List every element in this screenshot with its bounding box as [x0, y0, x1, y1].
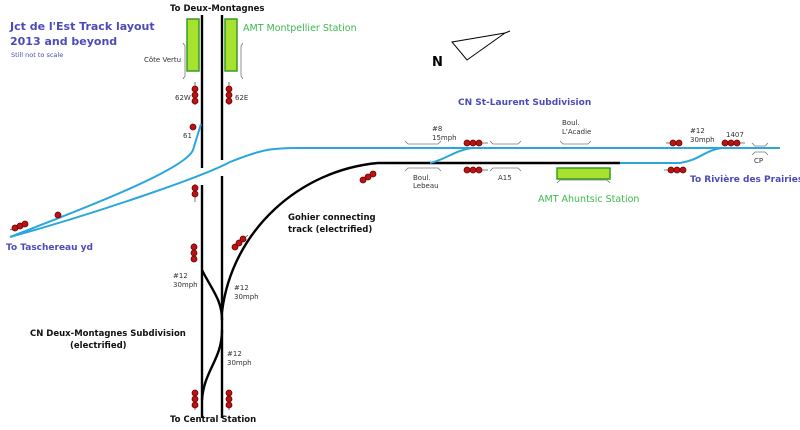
label-lacadie-2: L'Acadie: [562, 128, 591, 136]
track-st-laurent-main: [9, 147, 780, 238]
crossover-8: [429, 147, 473, 164]
signal-gohier-south: [231, 234, 249, 251]
signal-lebeau-north: [463, 139, 488, 147]
label-st-laurent-sub: CN St-Laurent Subdivision: [458, 98, 591, 108]
label-switch-12-gohier-number: #12: [234, 284, 249, 292]
signal-taschereau-single: [54, 211, 62, 219]
label-to-taschereau: To Taschereau yd: [6, 243, 93, 253]
label-switch-12-west-number: #12: [173, 272, 188, 280]
bridge-a15-north: [489, 140, 522, 145]
label-62e: 62E: [235, 94, 248, 102]
label-to-riviere-des-prairies: To Rivière des Prairies: [690, 174, 800, 185]
signal-east-dwarf: [666, 139, 683, 147]
label-switch-8-speed: 15mph: [432, 134, 457, 142]
bridge-lebeau-north: [404, 140, 442, 145]
signal-61: [189, 123, 197, 131]
signal-central-east: [225, 389, 233, 410]
label-switch-12-east-number: #12: [690, 127, 705, 135]
label-deux-montagnes-electrified: (electrified): [70, 341, 127, 351]
signal-taschereau: [9, 220, 29, 232]
signal-west-track-south: [190, 243, 198, 263]
platform-montpellier-east: [224, 18, 238, 72]
label-ahuntsic-station: AMT Ahuntsic Station: [538, 194, 639, 205]
label-switch-12-south-speed: 30mph: [227, 359, 252, 367]
label-to-deux-montagnes: To Deux-Montagnes: [170, 4, 264, 14]
title-line2: 2013 and beyond: [10, 35, 117, 48]
title-line1: Jct de l'Est Track layout: [9, 20, 155, 33]
bridge-lebeau-south: [404, 167, 442, 172]
label-switch-8-number: #8: [432, 125, 442, 133]
track-taschereau-upper: [9, 123, 202, 238]
label-lebeau-1: Boul.: [413, 174, 431, 182]
subtitle: Still not to scale: [11, 51, 63, 59]
bridge-cote-vertu-east: [240, 42, 244, 80]
platform-montpellier-west: [186, 18, 200, 72]
label-switch-12-east-speed: 30mph: [690, 136, 715, 144]
label-1407: 1407: [726, 131, 744, 139]
bridge-cp: [751, 142, 769, 156]
signal-62e: [225, 82, 233, 105]
label-switch-12-south-number: #12: [227, 350, 242, 358]
north-arrow-icon: [451, 30, 511, 61]
bridge-lacadie: [559, 140, 592, 145]
signal-central-west: [191, 389, 199, 410]
label-cp: CP: [754, 157, 763, 165]
crossover-south: [200, 329, 224, 401]
signal-east-south: [664, 166, 687, 174]
label-switch-12-gohier-speed: 30mph: [234, 293, 259, 301]
platform-ahuntsic: [556, 167, 611, 180]
bridge-ahuntsic: [556, 179, 611, 184]
label-montpellier-station: AMT Montpellier Station: [243, 23, 357, 34]
track-gohier: [220, 161, 620, 313]
label-lacadie-1: Boul.: [562, 119, 580, 127]
label-lebeau-2: Lebeau: [413, 182, 439, 190]
north-label: N: [432, 55, 443, 70]
bridge-cote-vertu: [182, 42, 186, 80]
label-to-central-station: To Central Station: [170, 415, 256, 425]
signal-62w: [191, 82, 199, 105]
label-deux-montagnes-sub: CN Deux-Montagnes Subdivision: [30, 329, 186, 339]
label-switch-12-west-speed: 30mph: [173, 281, 198, 289]
label-cote-vertu: Côte Vertu: [144, 56, 181, 64]
label-gohier-1: Gohier connecting: [288, 213, 376, 223]
signal-west-dwarf: [191, 184, 199, 202]
signal-lebeau-south: [463, 166, 488, 174]
label-62w: 62W: [175, 94, 191, 102]
label-a15: A15: [498, 174, 512, 182]
signal-gohier-north: [359, 170, 377, 184]
label-gohier-2: track (electrified): [288, 225, 372, 235]
bridge-a15-south: [489, 167, 522, 172]
label-61: 61: [183, 132, 192, 140]
track-st-laurent-south: [620, 147, 723, 164]
crossover-north: [200, 269, 224, 321]
signal-1407: [721, 139, 745, 147]
